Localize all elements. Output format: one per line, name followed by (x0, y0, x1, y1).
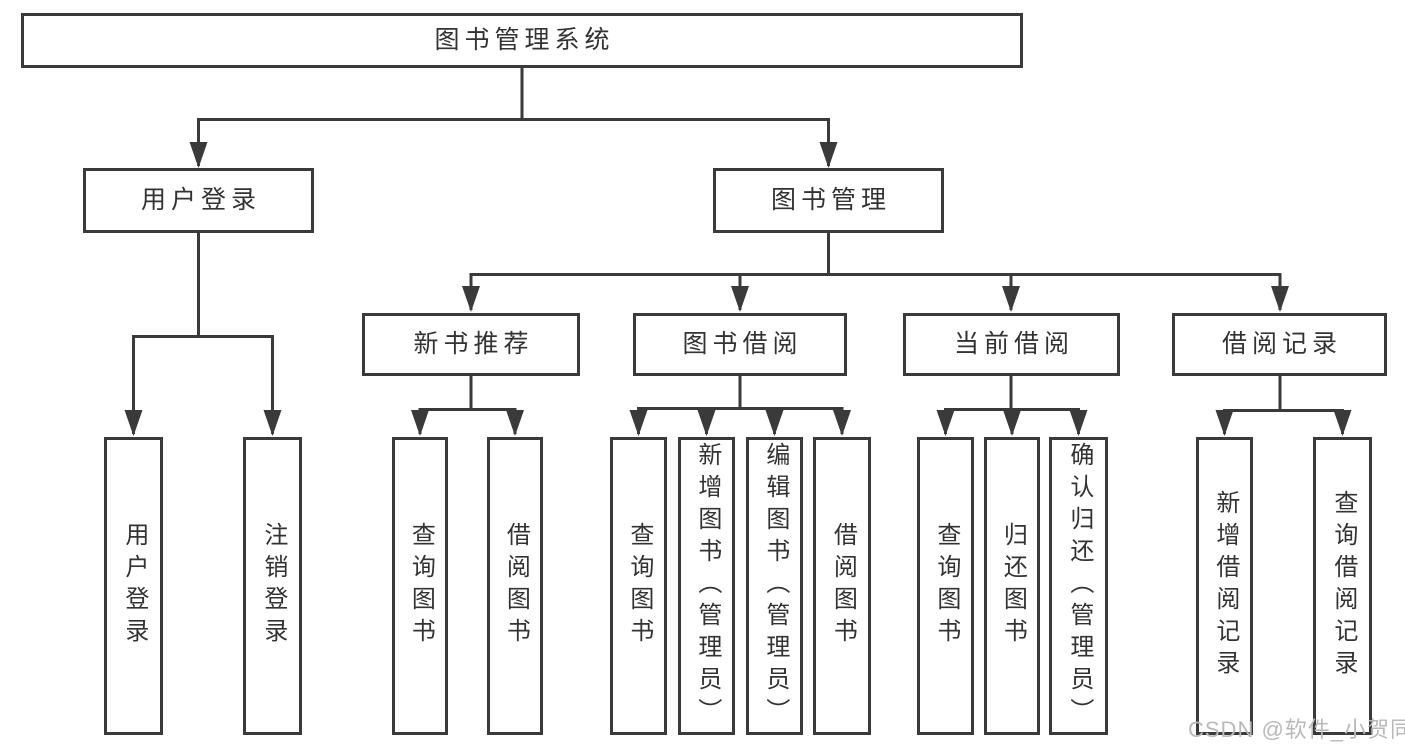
node-book-borrowing: 图书借阅 (633, 313, 847, 376)
leaf-borrowing-query-books: 查询图书 (610, 437, 667, 735)
leaf-label: 借阅图书 (502, 522, 530, 650)
leaf-label: 查询借阅记录 (1329, 490, 1357, 682)
leaf-current-return-books: 归还图书 (984, 437, 1040, 735)
node-user-login: 用户登录 (83, 168, 314, 233)
watermark: CSDN @软件_小贺同学 (1188, 717, 1405, 742)
leaf-borrowing-borrow-books: 借阅图书 (813, 437, 871, 735)
leaf-label: 确认归还（管理员） (1065, 442, 1093, 730)
leaf-label: 借阅图书 (829, 522, 857, 650)
node-label: 用户登录 (140, 186, 261, 214)
leaf-label: 注销登录 (259, 522, 287, 650)
leaf-label: 查询图书 (932, 522, 960, 650)
leaf-label: 编辑图书（管理员） (761, 442, 789, 730)
node-book-management: 图书管理 (713, 168, 944, 233)
leaf-label: 新增借阅记录 (1211, 490, 1239, 682)
leaf-label: 新增图书（管理员） (693, 442, 721, 730)
node-borrowing-records: 借阅记录 (1172, 313, 1387, 376)
node-label: 图书管理系统 (434, 26, 615, 54)
node-root-system: 图书管理系统 (21, 13, 1023, 68)
leaf-user-login: 用户登录 (104, 437, 163, 735)
leaf-newbook-borrow-books: 借阅图书 (487, 437, 543, 735)
leaf-label: 查询图书 (407, 522, 435, 650)
node-label: 图书管理 (770, 186, 891, 214)
node-label: 当前借阅 (953, 330, 1074, 358)
leaf-label: 用户登录 (120, 522, 148, 650)
node-new-book-recommendation: 新书推荐 (362, 313, 580, 376)
leaf-current-query-books: 查询图书 (917, 437, 974, 735)
leaf-borrowing-add-books-admin: 新增图书（管理员） (678, 437, 735, 735)
leaf-borrowing-edit-books-admin: 编辑图书（管理员） (746, 437, 803, 735)
node-current-borrowing: 当前借阅 (903, 313, 1120, 376)
leaf-current-confirm-return-admin: 确认归还（管理员） (1049, 437, 1108, 735)
leaf-newbook-query-books: 查询图书 (392, 437, 448, 735)
leaf-records-add-borrow-record: 新增借阅记录 (1196, 437, 1253, 735)
node-label: 新书推荐 (413, 330, 534, 358)
leaf-label: 归还图书 (999, 522, 1027, 650)
leaf-logout: 注销登录 (243, 437, 302, 735)
leaf-records-query-borrow-record: 查询借阅记录 (1313, 437, 1372, 735)
leaf-label: 查询图书 (625, 522, 653, 650)
node-label: 借阅记录 (1221, 330, 1342, 358)
node-label: 图书借阅 (682, 330, 803, 358)
